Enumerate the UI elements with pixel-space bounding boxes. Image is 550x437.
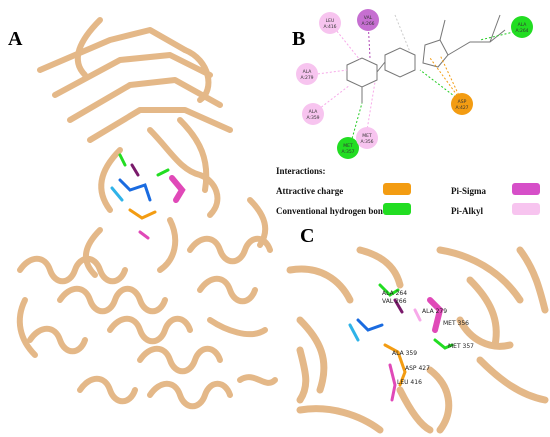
legend-label-attractive-charge: Attractive charge bbox=[276, 186, 344, 196]
svg-text:A:356: A:356 bbox=[360, 139, 373, 145]
svg-text:A:264: A:264 bbox=[515, 28, 528, 34]
interaction-diagram-panel-b: LEU A:416 VAL A:266 ALA A:264 ALA A:279 … bbox=[296, 9, 533, 159]
legend-label-pi-sigma: Pi-Sigma bbox=[451, 186, 486, 196]
residue-ala279: ALA A:279 bbox=[296, 63, 318, 85]
legend-swatch-pi-sigma bbox=[512, 183, 540, 195]
svg-text:A:279: A:279 bbox=[300, 75, 313, 81]
svg-text:ASP: ASP bbox=[458, 99, 467, 105]
label-ala279: ALA 279 bbox=[422, 308, 447, 315]
svg-text:A:359: A:359 bbox=[306, 115, 319, 121]
svg-text:MET: MET bbox=[362, 133, 372, 139]
label-ala359: ALA 359 bbox=[392, 350, 417, 357]
legend-swatch-hbond bbox=[383, 203, 411, 215]
panel-label-b: B bbox=[292, 28, 306, 50]
svg-text:A:357: A:357 bbox=[341, 149, 354, 155]
legend-label-hbond: Conventional hydrogen bond bbox=[276, 206, 388, 216]
panel-label-c: C bbox=[300, 225, 315, 247]
label-met356: MET 356 bbox=[443, 320, 469, 327]
legend-title: Interactions: bbox=[276, 166, 326, 176]
residue-asp427: ASP A:427 bbox=[451, 93, 473, 115]
label-leu416: LEU 416 bbox=[397, 379, 422, 386]
label-ala264: ALA 264 bbox=[382, 290, 407, 297]
residue-met356: MET A:356 bbox=[356, 127, 378, 149]
svg-text:A:266: A:266 bbox=[361, 21, 374, 27]
panel-label-a: A bbox=[8, 28, 23, 50]
svg-text:A:427: A:427 bbox=[455, 105, 468, 111]
residue-met357: MET A:357 bbox=[337, 137, 359, 159]
svg-text:MET: MET bbox=[343, 143, 353, 149]
svg-text:ALA: ALA bbox=[303, 69, 313, 75]
svg-text:LEU: LEU bbox=[326, 18, 335, 24]
label-asp427: ASP 427 bbox=[405, 365, 430, 372]
svg-text:A:416: A:416 bbox=[323, 24, 336, 30]
legend-swatch-attractive-charge bbox=[383, 183, 411, 195]
legend-label-pi-alkyl: Pi-Alkyl bbox=[451, 206, 484, 216]
svg-text:ALA: ALA bbox=[309, 109, 319, 115]
label-val266: VAL 266 bbox=[382, 298, 407, 305]
protein-structure-panel-a bbox=[16, 17, 278, 410]
residue-leu416: LEU A:416 bbox=[319, 12, 341, 34]
svg-text:ALA: ALA bbox=[518, 22, 528, 28]
svg-text:VAL: VAL bbox=[364, 15, 373, 21]
residue-val266: VAL A:266 bbox=[357, 9, 379, 31]
label-met357: MET 357 bbox=[448, 343, 474, 350]
residue-ala264: ALA A:264 bbox=[511, 16, 533, 38]
legend-swatch-pi-alkyl bbox=[512, 203, 540, 215]
residue-ala359: ALA A:359 bbox=[302, 103, 324, 125]
